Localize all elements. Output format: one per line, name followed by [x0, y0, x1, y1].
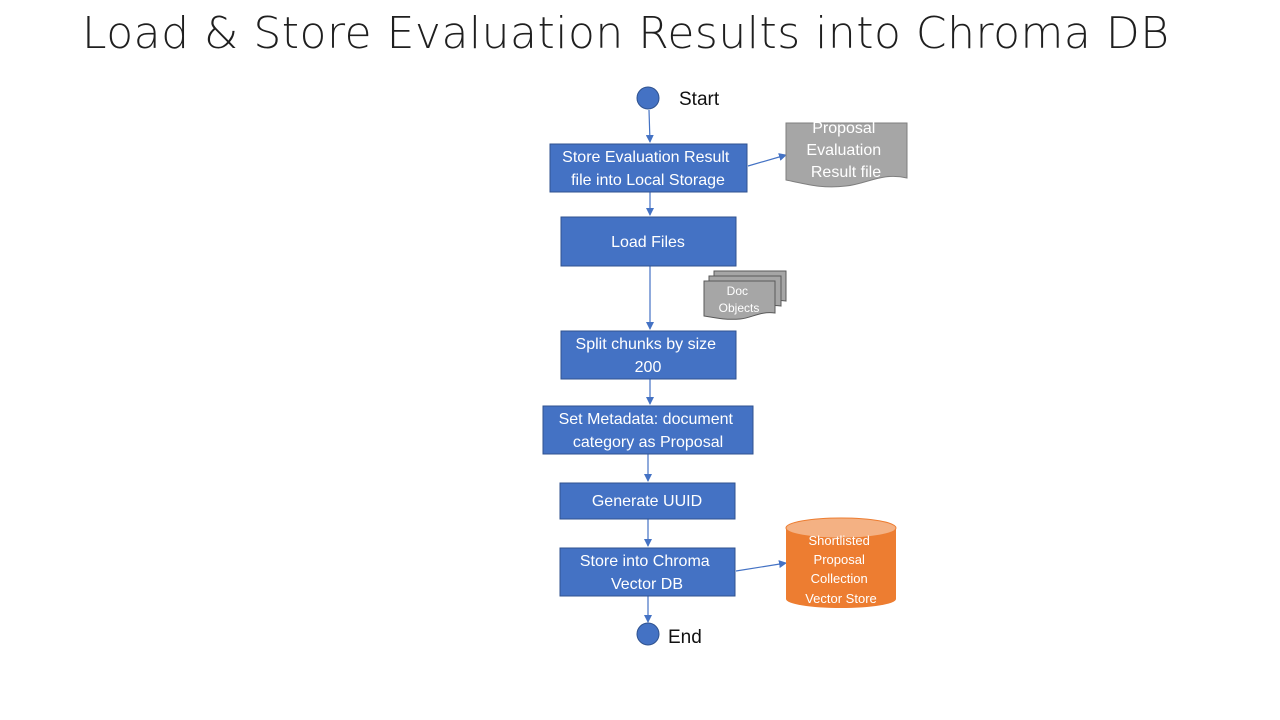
step-split-chunks: Split chunks by size 200 [560, 330, 737, 380]
evaluation-file-document: Proposal Evaluation Result file [785, 120, 908, 188]
svg-text:Set Metadata: document c: Set Metadata: document category as Propo… [559, 411, 738, 451]
connectors [644, 109, 787, 623]
svg-text:Generate UUID: Generate UUID [592, 493, 702, 510]
svg-text:Store Evaluation Result: Store Evaluation Result file into Local … [562, 149, 734, 189]
step-store-chroma-line-2: Vector DB [611, 576, 683, 593]
evaluation-file-line-1: Proposal [812, 120, 875, 137]
document-icon [785, 122, 908, 188]
connector-store-chroma-to-vector-store [735, 560, 787, 572]
start-circle-icon [636, 86, 660, 110]
end-terminal: End [636, 622, 702, 648]
start-label: Start [679, 89, 720, 110]
end-label: End [668, 627, 702, 648]
step-set-metadata-line-1: Set Metadata: document [559, 411, 734, 428]
step-set-metadata: Set Metadata: document category as Propo… [542, 405, 754, 455]
step-split-chunks-line-1: Split chunks by size [576, 336, 717, 353]
step-store-local-line-1: Store Evaluation Result [562, 149, 730, 166]
svg-text:Load Files: Load Files [611, 234, 685, 251]
end-circle-icon [636, 622, 660, 646]
doc-objects-line-1: Doc [727, 284, 748, 298]
step-store-local: Store Evaluation Result file into Local … [549, 143, 748, 193]
evaluation-file-line-3: Result file [811, 164, 881, 181]
step-store-chroma-line-1: Store into Chroma [580, 553, 710, 570]
vector-store-line-1: Shortlisted [808, 533, 869, 548]
start-terminal: Start [636, 86, 720, 110]
step-load-files-line-1: Load Files [611, 234, 685, 251]
svg-text:Store into Chroma Vector: Store into Chroma Vector DB [580, 553, 714, 593]
step-split-chunks-line-2: 200 [635, 359, 662, 376]
multi-document-front-sheet [703, 280, 776, 320]
step-set-metadata-line-2: category as Proposal [573, 434, 723, 451]
step-store-local-line-2: file into Local Storage [571, 172, 725, 189]
step-load-files: Load Files [560, 216, 737, 267]
step-generate-uuid-line-1: Generate UUID [592, 493, 702, 510]
svg-text:Shortlisted Proposal: Shortlisted Proposal Collection Vector S… [805, 533, 877, 606]
svg-text:Doc Objects: Doc Objects [719, 284, 760, 315]
connector-store-local-to-evaluation-file [747, 153, 787, 167]
vector-store-database: Shortlisted Proposal Collection Vector S… [785, 517, 897, 608]
step-generate-uuid: Generate UUID [559, 482, 736, 520]
slide-title: Load & Store Evaluation Results into Chr… [82, 8, 1170, 59]
database-top-ellipse [785, 517, 897, 539]
svg-text:Proposal Evaluation: Proposal Evaluation Result file [806, 120, 885, 181]
vector-store-line-3: Collection [811, 571, 868, 586]
svg-text:Split chunks by size 200: Split chunks by size 200 [576, 336, 721, 376]
vector-store-line-4: Vector Store [805, 591, 877, 606]
evaluation-file-line-2: Evaluation [806, 142, 881, 159]
doc-objects-multidocument: Doc Objects [703, 270, 787, 320]
connector-start-to-store-local [645, 109, 654, 143]
doc-objects-line-2: Objects [719, 301, 760, 315]
step-store-chroma: Store into Chroma Vector DB [559, 547, 736, 597]
database-icon [786, 528, 896, 608]
vector-store-line-2: Proposal [814, 552, 865, 567]
